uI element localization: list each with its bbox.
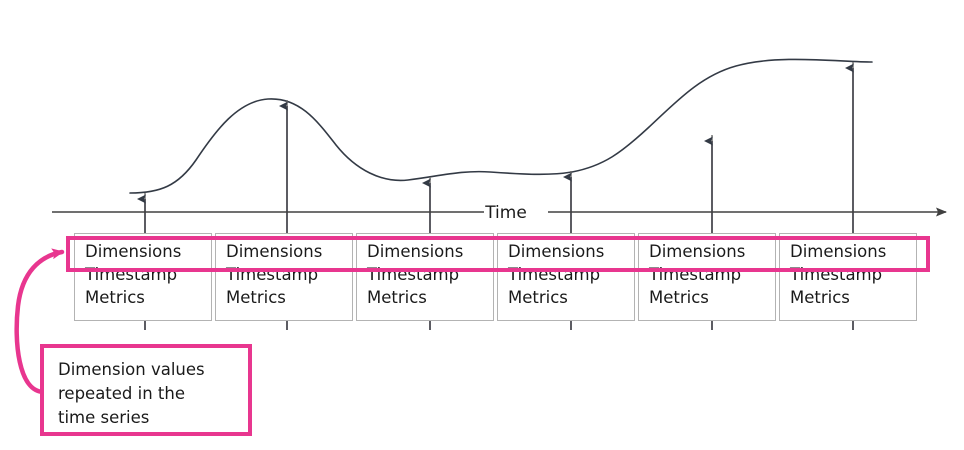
record-field-metrics: Metrics: [85, 288, 145, 307]
record-box[interactable]: Dimensions Timestamp Metrics: [779, 233, 917, 321]
record-field-dimensions: Dimensions: [508, 242, 605, 261]
callout-arrow: [14, 248, 65, 395]
time-axis-label: Time: [484, 203, 527, 223]
record-field-dimensions: Dimensions: [367, 242, 464, 261]
record-box[interactable]: Dimensions Timestamp Metrics: [356, 233, 494, 321]
record-field-metrics: Metrics: [508, 288, 568, 307]
record-field-timestamp: Timestamp: [226, 265, 319, 284]
record-field-dimensions: Dimensions: [226, 242, 323, 261]
record-field-metrics: Metrics: [649, 288, 709, 307]
callout-line-2: repeated in the: [58, 384, 186, 403]
record-field-metrics: Metrics: [367, 288, 427, 307]
record-field-dimensions: Dimensions: [85, 242, 182, 261]
record-field-dimensions: Dimensions: [790, 242, 887, 261]
record-field-metrics: Metrics: [226, 288, 286, 307]
callout-line-1: Dimension values: [58, 360, 205, 379]
record-field-metrics: Metrics: [790, 288, 850, 307]
time-series-curve: [129, 58, 873, 194]
record-box[interactable]: Dimensions Timestamp Metrics: [215, 233, 353, 321]
record-box[interactable]: Dimensions Timestamp Metrics: [74, 233, 212, 321]
record-field-timestamp: Timestamp: [367, 265, 460, 284]
record-box[interactable]: Dimensions Timestamp Metrics: [497, 233, 635, 321]
record-field-dimensions: Dimensions: [649, 242, 746, 261]
callout-line-3: time series: [58, 408, 150, 427]
callout-box: Dimension values repeated in the time se…: [40, 344, 252, 436]
record-field-timestamp: Timestamp: [790, 265, 883, 284]
record-field-timestamp: Timestamp: [85, 265, 178, 284]
record-field-timestamp: Timestamp: [508, 265, 601, 284]
record-field-timestamp: Timestamp: [649, 265, 742, 284]
record-box[interactable]: Dimensions Timestamp Metrics: [638, 233, 776, 321]
